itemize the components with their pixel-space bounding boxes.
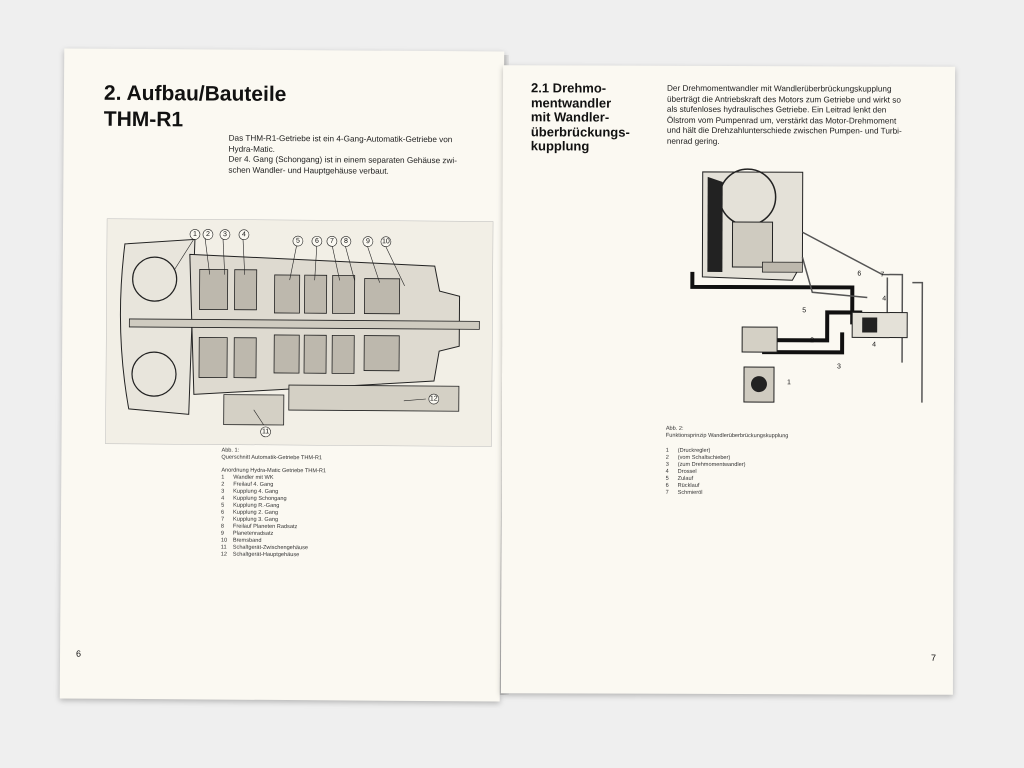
legend-list: 1(Druckregler)2(vom Schaltschieber)3(zum… — [666, 448, 866, 498]
page-heading: 2. Aufbau/Bauteile — [103, 81, 287, 107]
callout-label: 1 — [193, 231, 197, 238]
callout-label: 7 — [880, 272, 884, 279]
callout-label: 4 — [242, 231, 246, 238]
callout-label: 10 — [382, 238, 390, 245]
legend-item: 7 Schmieröl — [666, 490, 866, 498]
callout-label: 7 — [330, 238, 334, 245]
callout-label: 4 — [872, 342, 876, 349]
torque-converter-lockup-diagram: 1 2 3 4 5 6 7 4 — [690, 168, 924, 403]
callout-label: 3 — [223, 231, 227, 238]
legend-text: Zulauf — [677, 475, 694, 482]
callout-label: 4 — [882, 296, 886, 303]
section-heading: 2.1 Drehmo- mentwandler mit Wandler- übe… — [530, 80, 630, 154]
left-page: 2. Aufbau/Bauteile THM-R1 Das THM-R1-Get… — [59, 48, 505, 702]
legend-number: 5 — [665, 475, 669, 482]
legend-number: 7 — [665, 489, 669, 496]
legend-item: 12 Schaltgerät-Hauptgehäuse — [221, 552, 421, 560]
page-number: 7 — [931, 652, 937, 663]
callout-label: 6 — [857, 270, 861, 277]
figure-title: Querschnitt Automatik-Getriebe THM-R1 — [221, 454, 323, 462]
legend-number: 1 — [665, 447, 669, 454]
legend-number: 12 — [220, 551, 227, 558]
legend-number: 3 — [665, 461, 669, 468]
legend-text: Schmieröl — [677, 489, 703, 496]
callout-label: 2 — [206, 231, 210, 238]
legend-number: 2 — [665, 454, 669, 461]
callout-label: 11 — [262, 428, 269, 435]
right-page: 2.1 Drehmo- mentwandler mit Wandler- übe… — [500, 65, 956, 695]
callout-label: 2 — [810, 337, 814, 344]
callout-label: 5 — [802, 307, 806, 314]
page-subheading: THM-R1 — [103, 107, 184, 132]
callout-label: 5 — [296, 238, 300, 245]
callout-label: 12 — [430, 396, 438, 403]
page-number: 6 — [76, 648, 82, 659]
callout-label: 6 — [315, 238, 319, 245]
figure-title: Funktionsprinzip Wandlerüberbrückungskup… — [665, 432, 789, 440]
callout-label: 9 — [366, 238, 370, 245]
figure-caption: Abb. 2: Funktionsprinzip Wandlerüberbrüc… — [666, 426, 866, 498]
legend-number: 4 — [665, 468, 669, 475]
intro-text: Das THM-R1-Getriebe ist ein 4-Gang-Autom… — [228, 133, 457, 176]
figure-caption: Abb. 1: Querschnitt Automatik-Getriebe T… — [221, 448, 422, 560]
callout-label: 1 — [787, 379, 791, 386]
callout-label: 8 — [344, 238, 348, 245]
callout-label: 3 — [837, 363, 841, 370]
legend-number: 6 — [665, 482, 669, 489]
legend-text: Schaltgerät-Hauptgehäuse — [232, 551, 300, 559]
legend-text: Rücklauf — [677, 482, 700, 489]
intro-text: Der Drehmomentwandler mit Wandlerüberbrü… — [666, 83, 902, 146]
transmission-cross-section-figure: 1 2 3 4 5 6 7 8 9 10 11 12 — [105, 218, 494, 447]
legend-text: Drossel — [677, 468, 697, 475]
